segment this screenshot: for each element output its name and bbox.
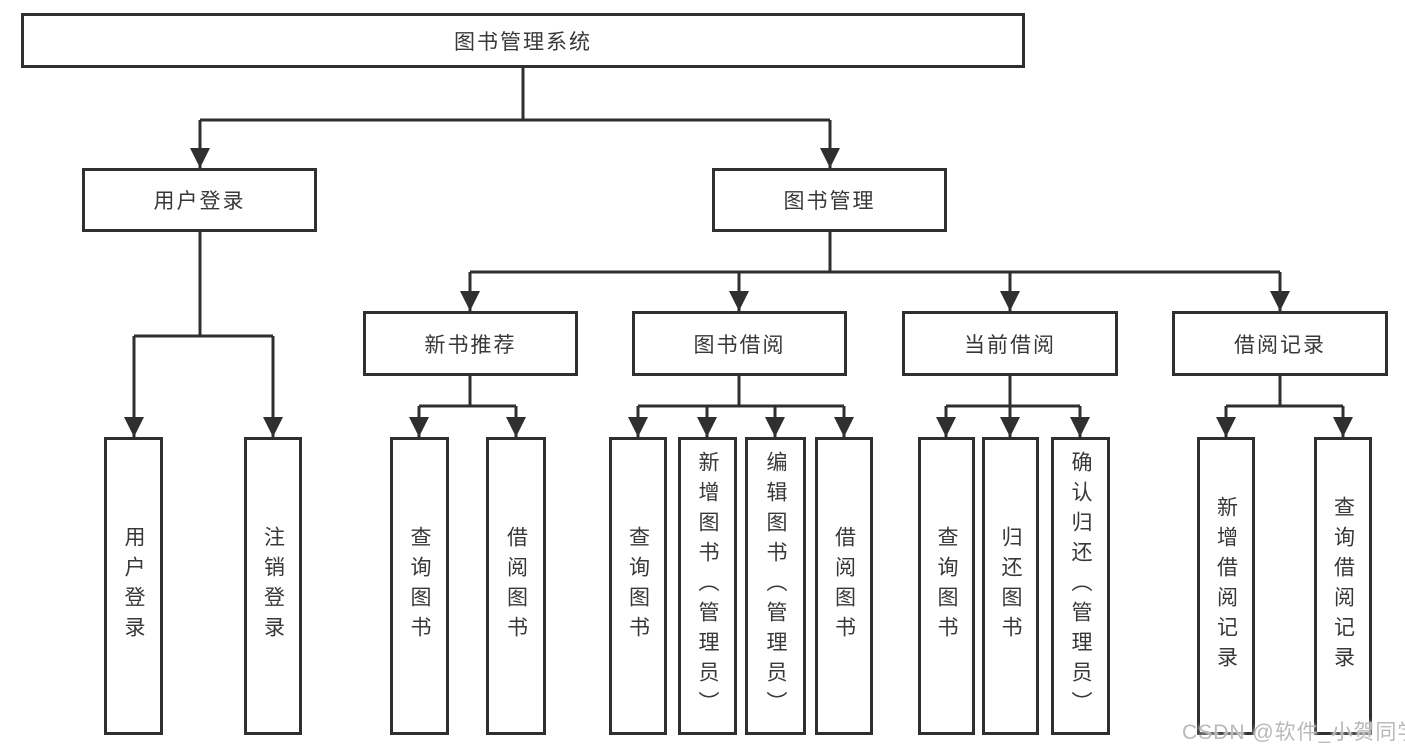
node-user-login: 用户登录 xyxy=(82,168,317,232)
leaf-confirm-return-admin: 确认归还（管理员） xyxy=(1051,437,1110,735)
leaf-query-books-recommend: 查询图书 xyxy=(390,437,449,735)
leaf-add-book-admin: 新增图书（管理员） xyxy=(678,437,737,735)
leaf-query-books-current-label: 查询图书 xyxy=(935,526,958,646)
node-root: 图书管理系统 xyxy=(21,13,1025,68)
node-user-login-label: 用户登录 xyxy=(153,190,246,213)
leaf-user-login-label: 用户登录 xyxy=(122,526,145,646)
leaf-return-books-label: 归还图书 xyxy=(999,526,1022,646)
leaf-query-books-borrowing-label: 查询图书 xyxy=(626,526,650,646)
leaf-edit-book-admin: 编辑图书（管理员） xyxy=(745,437,806,735)
node-book-borrowing-label: 图书借阅 xyxy=(693,333,786,357)
node-borrowing-records-label: 借阅记录 xyxy=(1234,333,1326,357)
node-borrowing-records: 借阅记录 xyxy=(1172,311,1388,376)
node-book-management: 图书管理 xyxy=(712,168,947,232)
node-new-book-recommend-label: 新书推荐 xyxy=(424,333,517,357)
leaf-add-book-admin-label: 新增图书（管理员） xyxy=(696,451,719,721)
leaf-query-books-current: 查询图书 xyxy=(918,437,975,735)
csdn-watermark: CSDN @软件_小贺同学 xyxy=(1182,721,1405,744)
node-current-borrowing: 当前借阅 xyxy=(902,311,1118,376)
leaf-borrow-books-recommend: 借阅图书 xyxy=(486,437,546,735)
leaf-add-borrow-record: 新增借阅记录 xyxy=(1197,437,1255,735)
node-root-label: 图书管理系统 xyxy=(454,30,592,54)
node-book-management-label: 图书管理 xyxy=(783,190,876,213)
leaf-user-login: 用户登录 xyxy=(104,437,163,735)
leaf-logout-login-label: 注销登录 xyxy=(261,526,285,646)
leaf-borrow-books-borrowing: 借阅图书 xyxy=(815,437,873,735)
leaf-confirm-return-admin-label: 确认归还（管理员） xyxy=(1069,451,1092,721)
leaf-query-books-recommend-label: 查询图书 xyxy=(408,526,431,646)
leaf-borrow-books-recommend-label: 借阅图书 xyxy=(504,526,528,646)
leaf-query-borrow-record: 查询借阅记录 xyxy=(1314,437,1372,735)
leaf-return-books: 归还图书 xyxy=(982,437,1039,735)
leaf-borrow-books-borrowing-label: 借阅图书 xyxy=(832,526,856,646)
node-current-borrowing-label: 当前借阅 xyxy=(964,333,1056,357)
node-book-borrowing: 图书借阅 xyxy=(632,311,847,376)
leaf-query-borrow-record-label: 查询借阅记录 xyxy=(1331,496,1355,676)
node-new-book-recommend: 新书推荐 xyxy=(363,311,578,376)
leaf-edit-book-admin-label: 编辑图书（管理员） xyxy=(764,451,787,721)
leaf-query-books-borrowing: 查询图书 xyxy=(609,437,667,735)
leaf-logout-login: 注销登录 xyxy=(244,437,302,735)
leaf-add-borrow-record-label: 新增借阅记录 xyxy=(1214,496,1238,676)
